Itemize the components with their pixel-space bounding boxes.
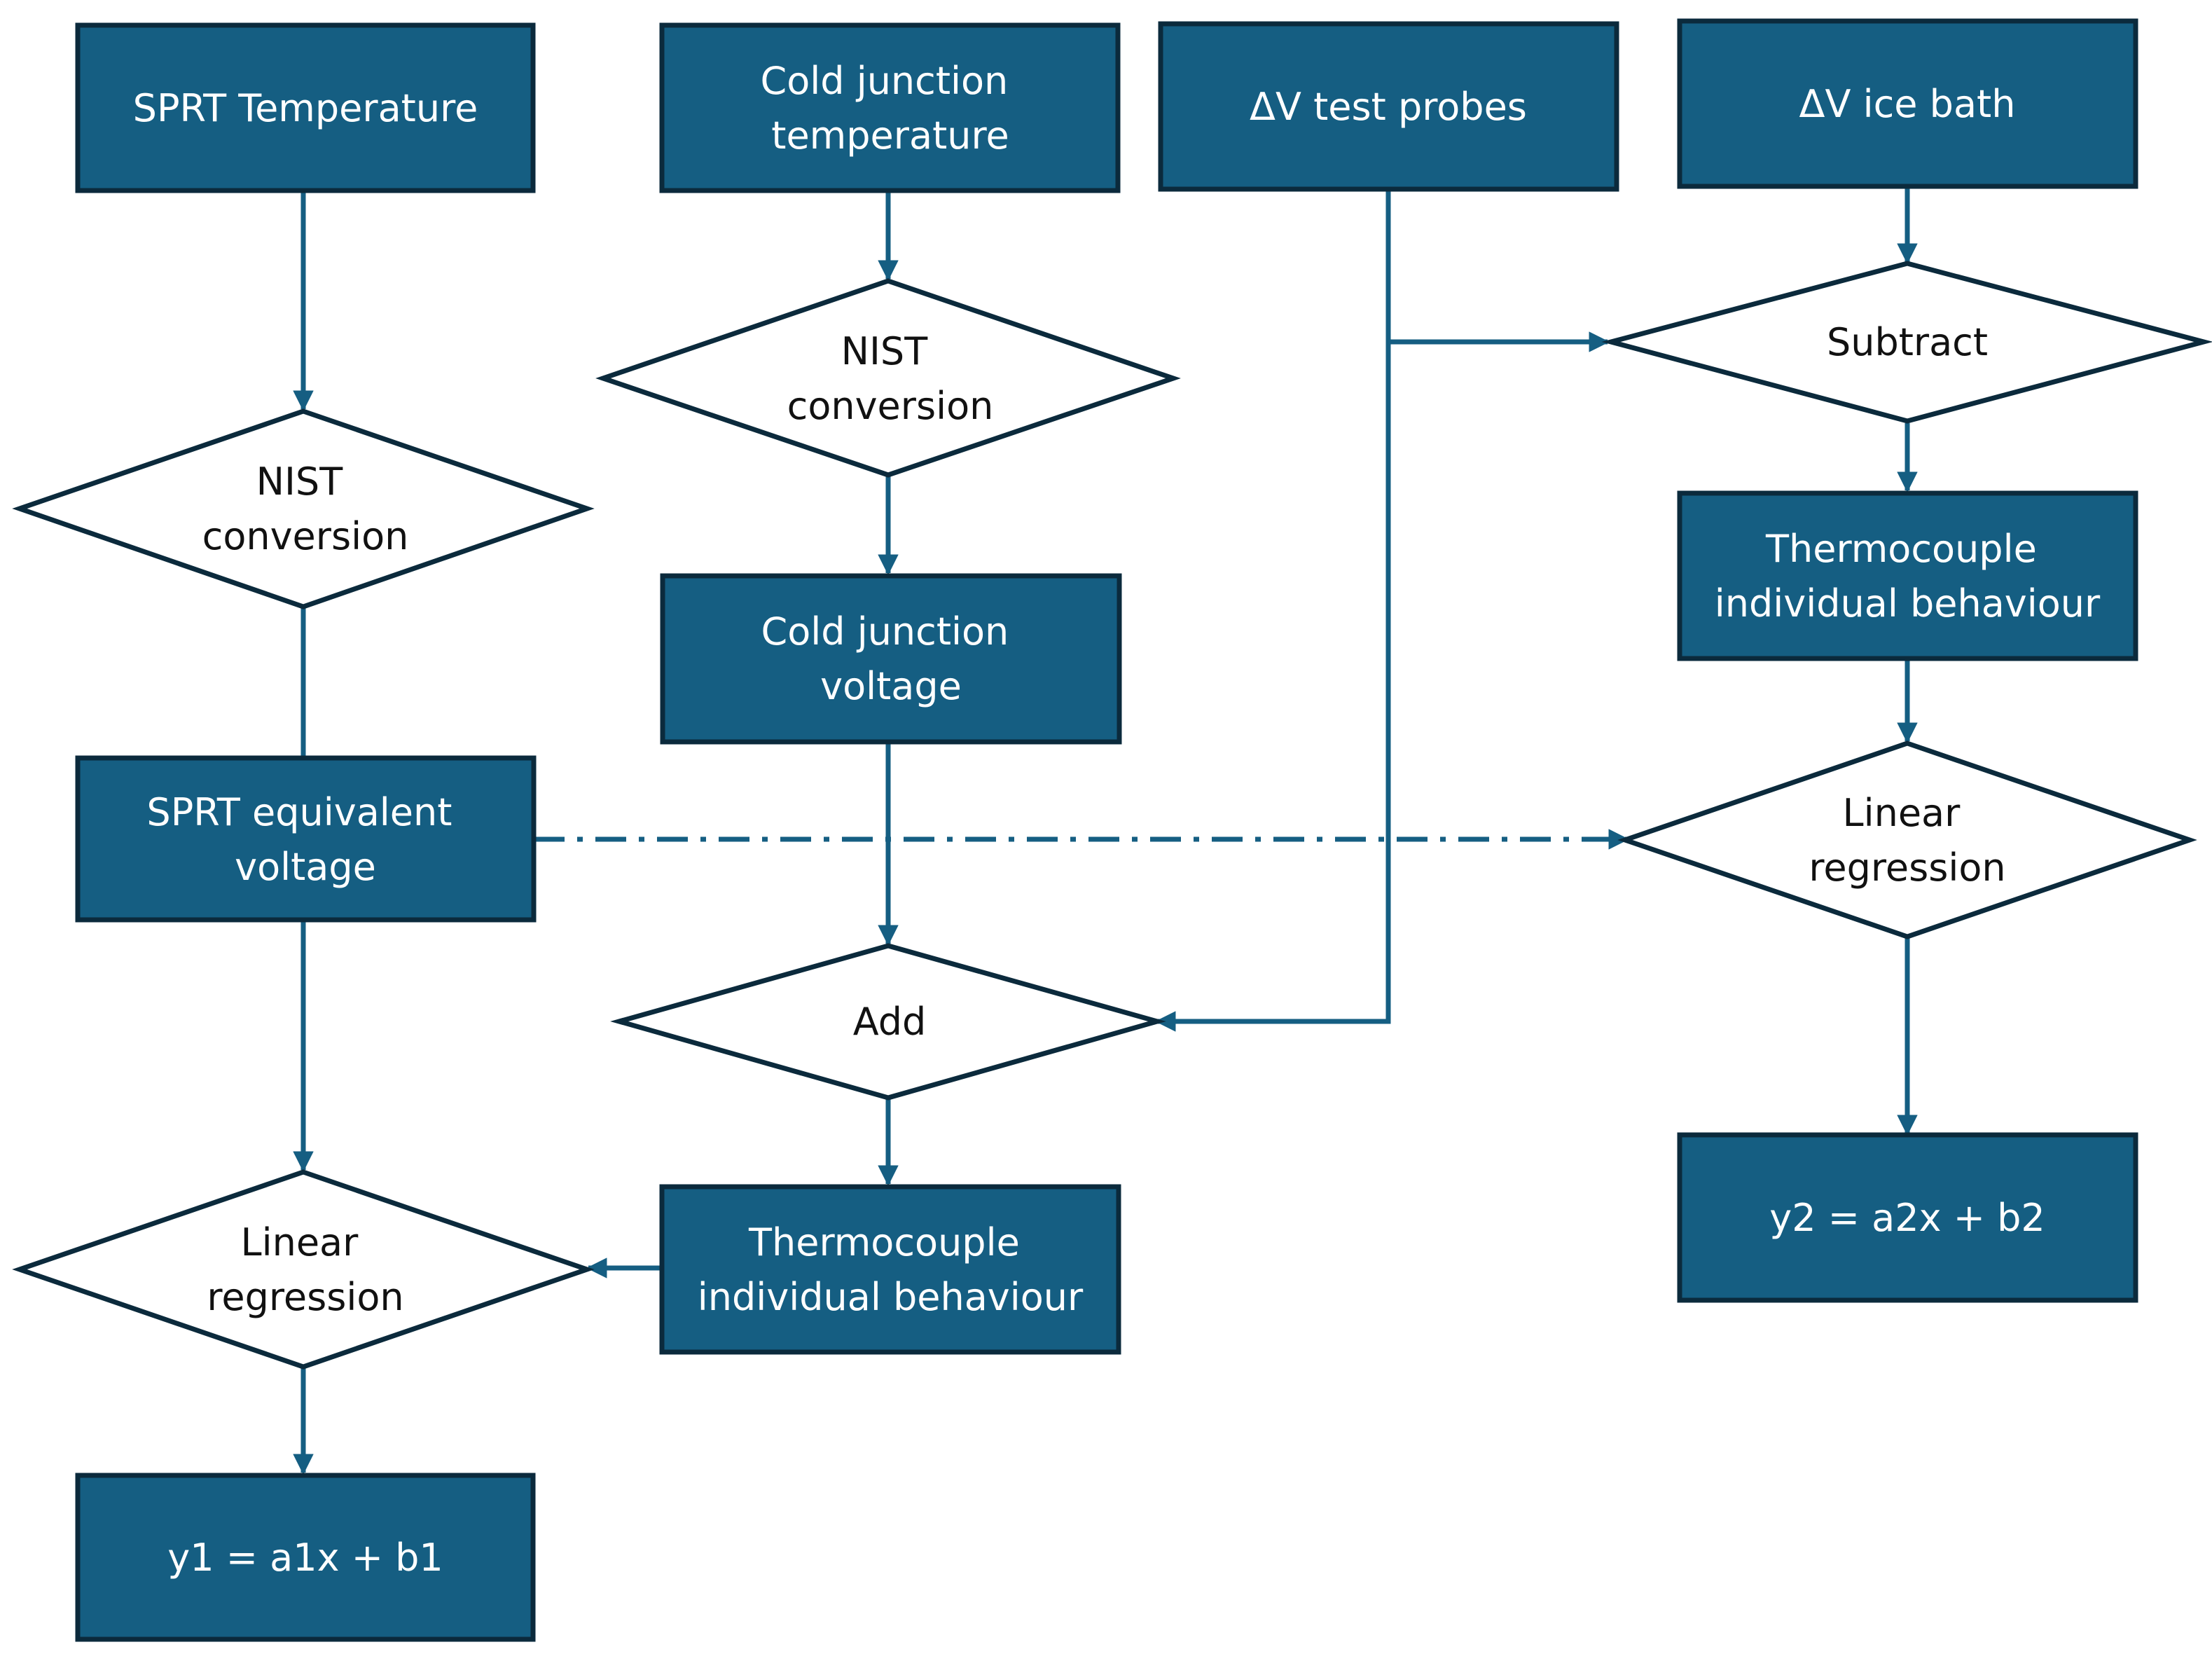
diamond-nist-conversion-2: NIST conversion (595, 278, 1181, 478)
label-sprt-equivalent-voltage: SPRT equivalent voltage (146, 790, 464, 889)
label-linear-regression-1: Linear regression (207, 1220, 403, 1319)
label-nist-conversion-1: NIST conversion (202, 460, 409, 558)
box-y2-equation: y2 = a2x + b2 (1677, 1132, 2138, 1303)
label-cold-junction-temperature: Cold junction temperature (761, 59, 1021, 158)
box-cold-junction-voltage: Cold junction voltage (660, 573, 1122, 745)
label-cold-junction-voltage: Cold junction voltage (761, 609, 1021, 708)
box-thermocouple-behaviour-1: Thermocouple individual behaviour (659, 1184, 1121, 1355)
box-thermocouple-behaviour-2: Thermocouple individual behaviour (1677, 490, 2138, 661)
label-y2-equation: y2 = a2x + b2 (1769, 1196, 2045, 1240)
box-y1-equation: y1 = a1x + b1 (75, 1473, 536, 1642)
label-sprt-temperature: SPRT Temperature (133, 86, 478, 130)
label-linear-regression-2: Linear regression (1809, 791, 2005, 890)
box-sprt-temperature: SPRT Temperature (75, 22, 536, 193)
label-y1-equation: y1 = a1x + b1 (167, 1536, 443, 1580)
arrow-dv-test-probes-to-add (1155, 191, 1391, 1032)
label-dv-test-probes: ΔV test probes (1250, 85, 1527, 129)
diamond-add: Add (610, 943, 1166, 1101)
diamond-nist-conversion-1: NIST conversion (12, 408, 595, 609)
diamond-linear-regression-1: Linear regression (12, 1169, 595, 1370)
box-dv-test-probes: ΔV test probes (1158, 21, 1619, 192)
box-cold-junction-temperature: Cold junction temperature (659, 22, 1121, 193)
diamond-subtract: Subtract (1601, 261, 2212, 424)
label-nist-conversion-2: NIST conversion (787, 329, 994, 428)
box-sprt-equivalent-voltage: SPRT equivalent voltage (75, 755, 537, 923)
box-dv-ice-bath: ΔV ice bath (1677, 18, 2138, 189)
label-subtract: Subtract (1827, 320, 1988, 364)
label-dv-ice-bath: ΔV ice bath (1799, 82, 2016, 126)
diamond-linear-regression-2: Linear regression (1617, 740, 2197, 939)
label-thermocouple-behaviour-1: Thermocouple individual behaviour (698, 1220, 1084, 1319)
connectors (293, 188, 1918, 1475)
label-add: Add (853, 1000, 927, 1044)
label-thermocouple-behaviour-2: Thermocouple individual behaviour (1715, 527, 2101, 626)
